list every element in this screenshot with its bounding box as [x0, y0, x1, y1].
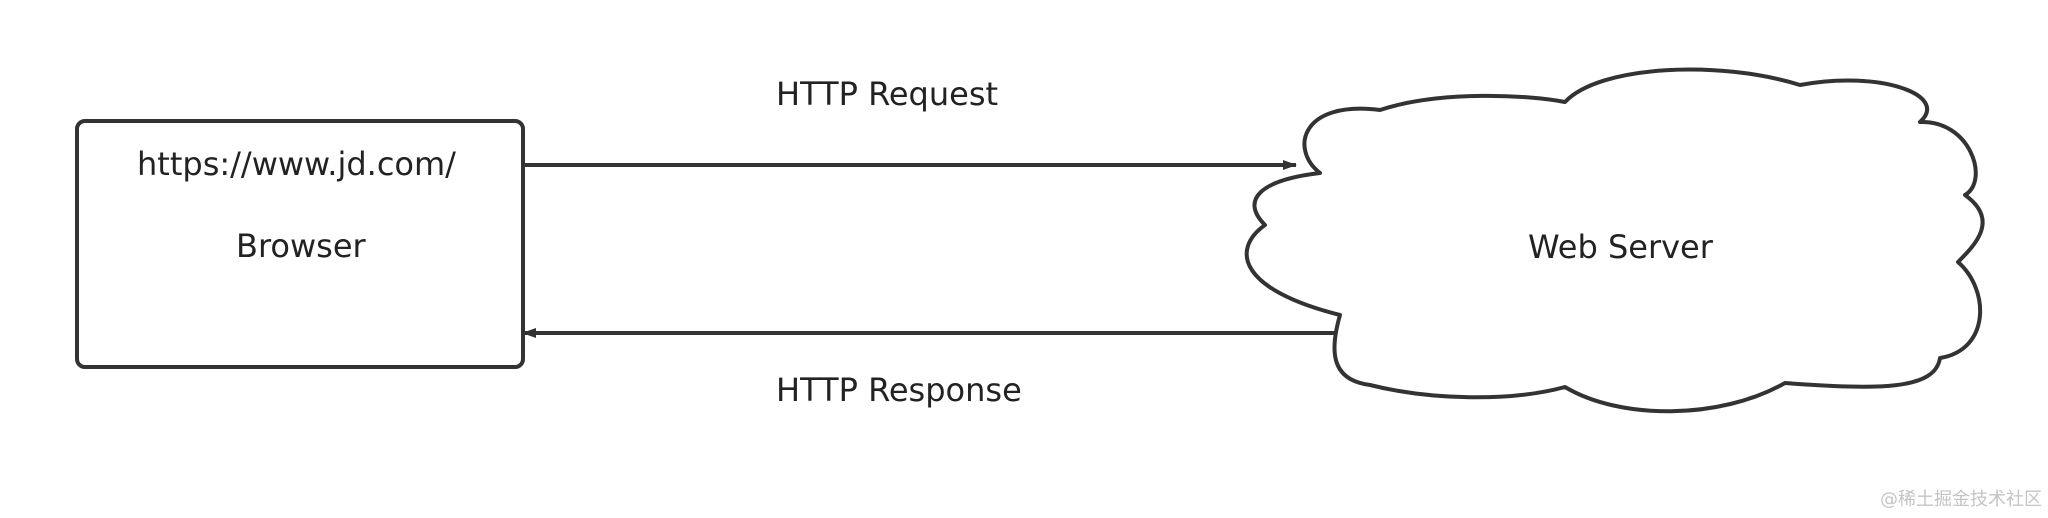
http-response-label: HTTP Response	[776, 371, 1022, 409]
web-server-cloud	[1244, 67, 1985, 414]
browser-label: Browser	[236, 227, 366, 265]
browser-box	[75, 119, 525, 369]
web-server-label: Web Server	[1528, 228, 1713, 266]
http-request-label: HTTP Request	[776, 75, 999, 113]
browser-url-label: https://www.jd.com/	[137, 145, 456, 183]
watermark-text: @稀土掘金技术社区	[1880, 489, 2042, 510]
